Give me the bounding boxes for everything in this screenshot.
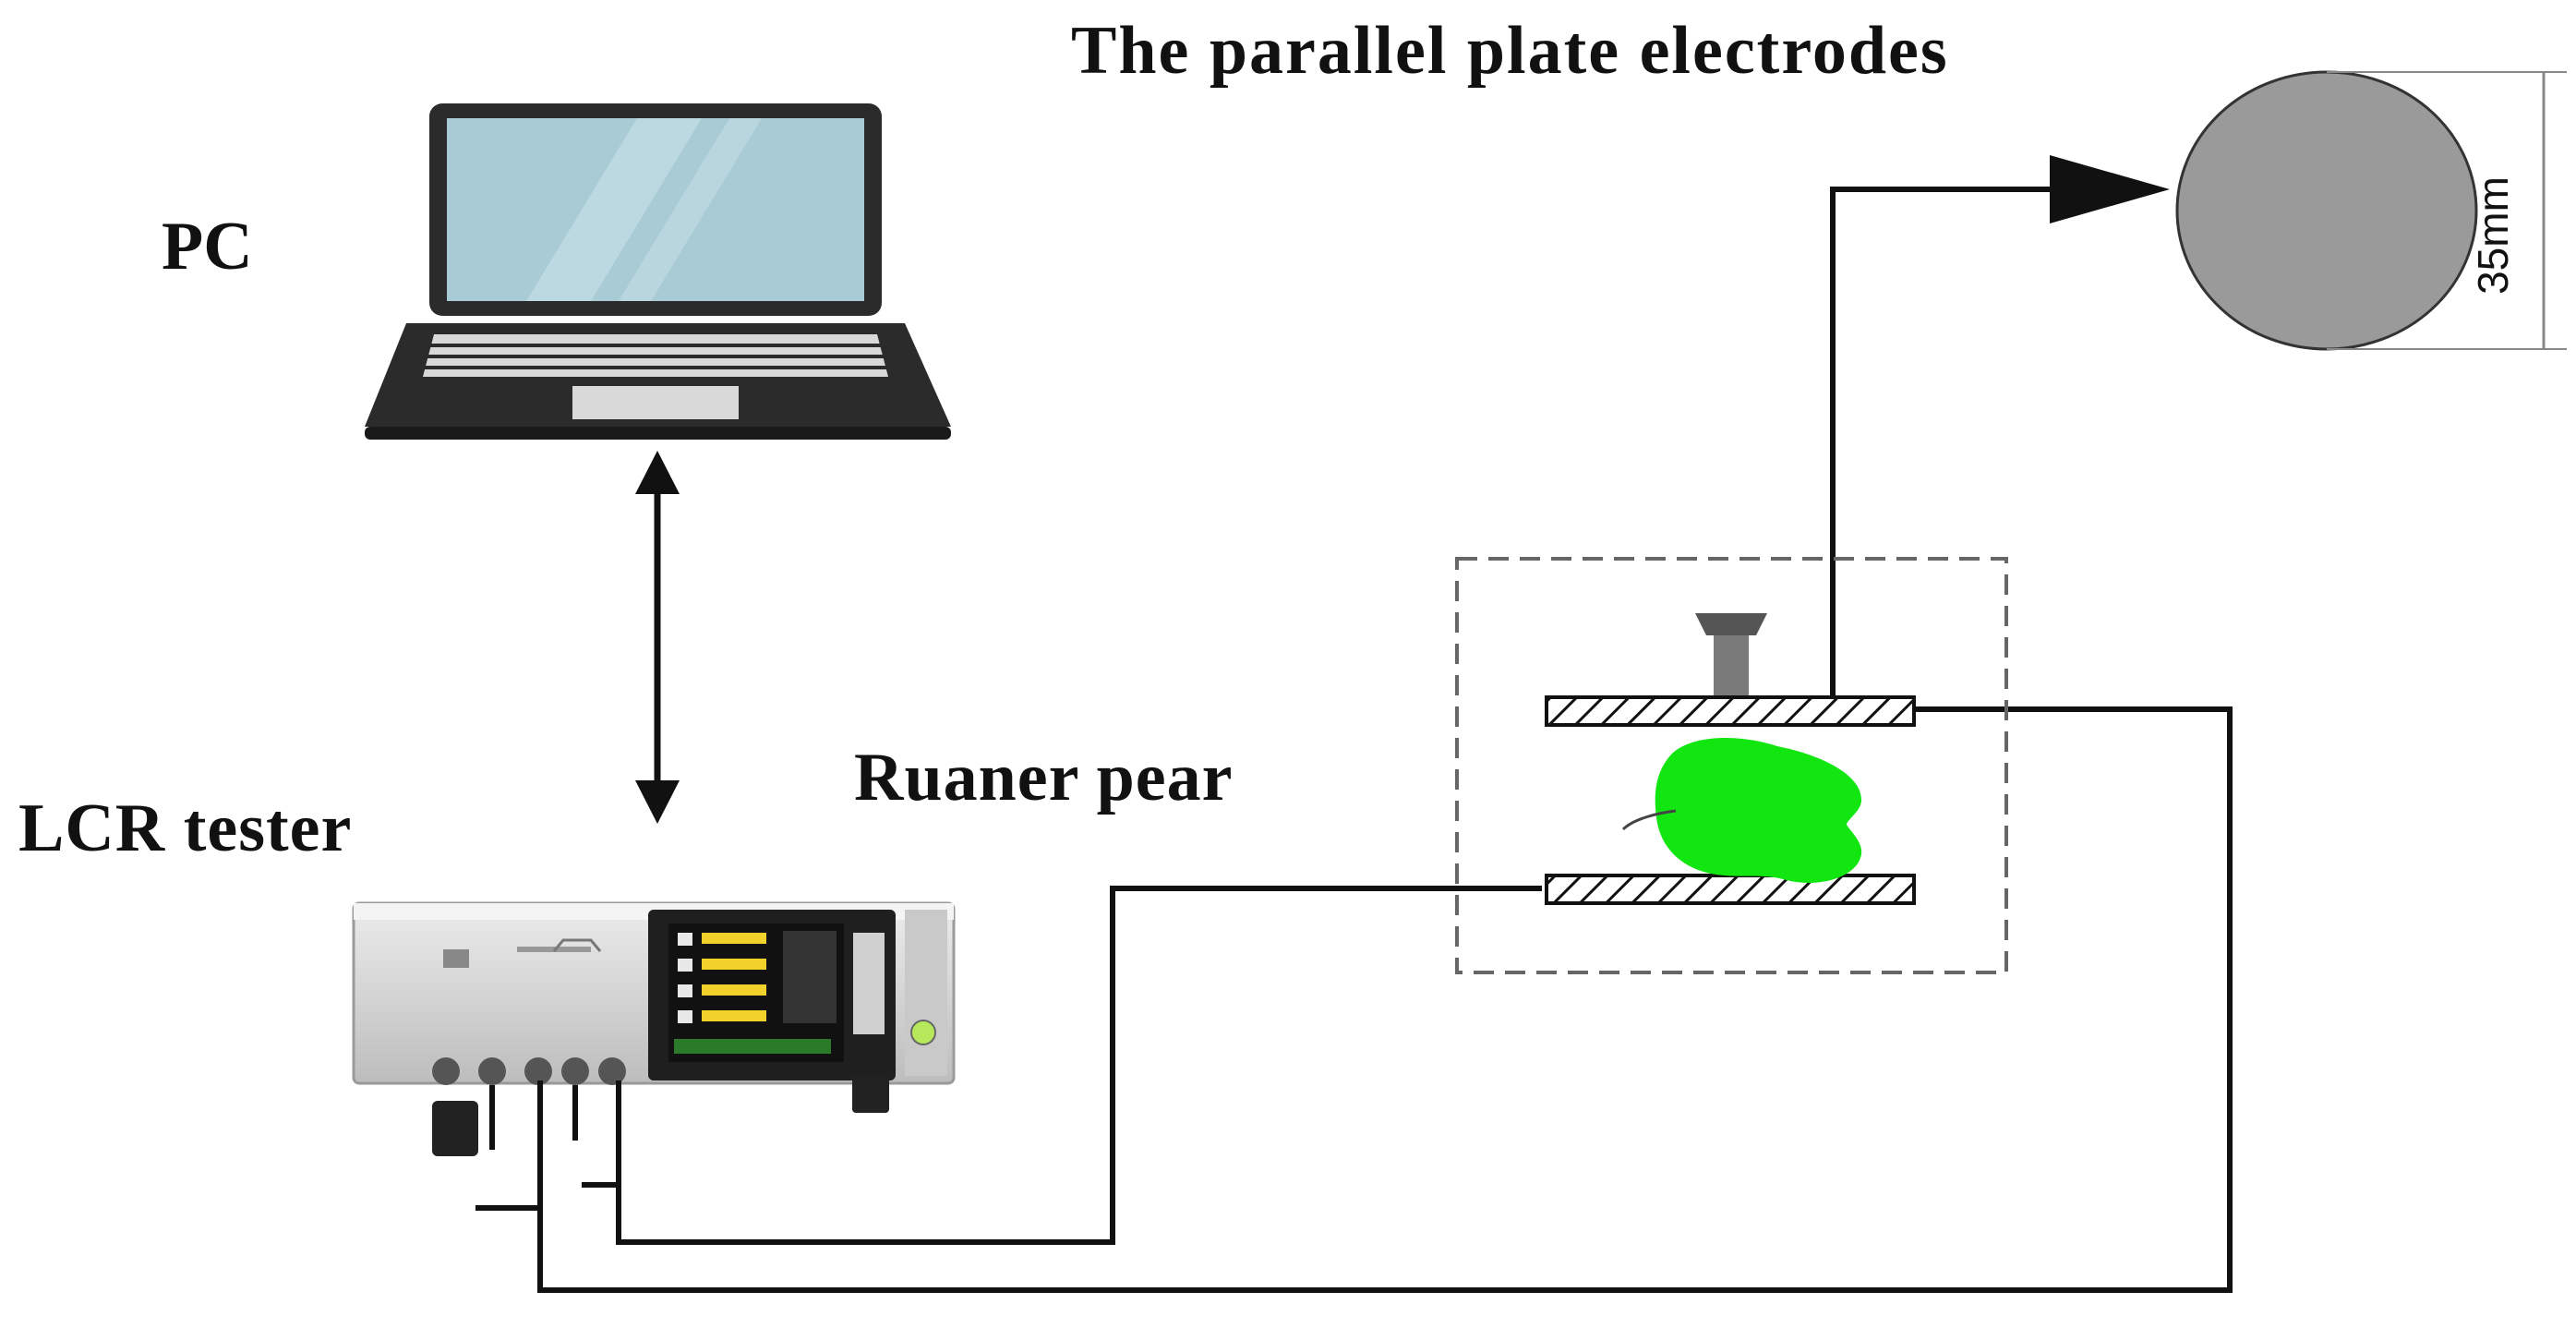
wiring — [475, 187, 2233, 1293]
wire-lower-electrode — [616, 886, 1542, 1245]
electrode-disc-detail — [2175, 70, 2567, 351]
upper-electrode-plate — [1545, 695, 1916, 727]
test-fixture-box — [1455, 557, 2008, 974]
laptop-icon — [365, 103, 951, 440]
electrodes-title: The parallel plate electrodes — [1071, 13, 1949, 89]
clamp-screw-icon — [1695, 613, 1767, 698]
lcr-meter-icon — [352, 901, 956, 1156]
wire-upper-electrode — [537, 706, 2233, 1293]
pear-icon — [1621, 737, 1862, 883]
pear-label: Ruaner pear — [854, 740, 1234, 815]
electrode-detail-arrow — [2050, 155, 2170, 223]
lower-electrode-plate — [1545, 874, 1916, 905]
wire-to-electrode-detail — [1830, 187, 2057, 697]
pc-lcr-link-arrow — [635, 451, 680, 824]
lcr-tester-label: LCR tester — [18, 791, 353, 866]
diameter-dimension-label: 35mm — [2469, 176, 2517, 295]
pc-label: PC — [162, 209, 253, 284]
